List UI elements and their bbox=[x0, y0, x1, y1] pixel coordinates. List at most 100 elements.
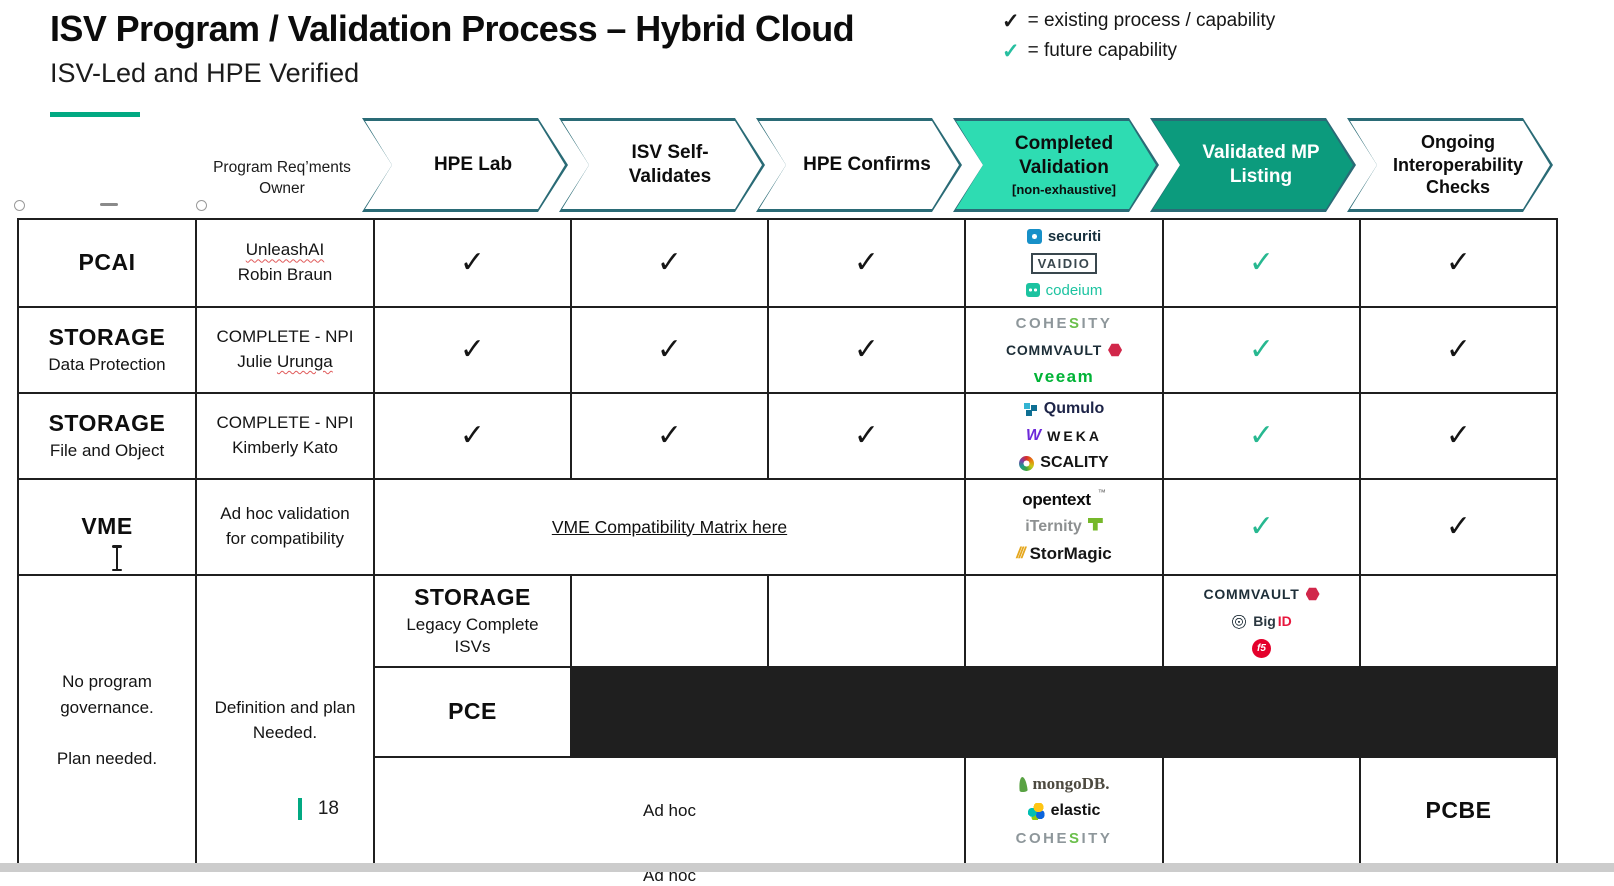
future-check-icon: ✓ bbox=[1249, 248, 1274, 278]
cell-storage-fo-hpe-confirms: ✓ bbox=[769, 394, 964, 478]
definition-note: Definition and plan Needed. bbox=[215, 695, 356, 746]
governance-note: No program governance. Plan needed. bbox=[57, 669, 157, 771]
owner-line: Urunga bbox=[277, 352, 333, 371]
trademark-glyph: ™ bbox=[1098, 488, 1106, 497]
cell-pcai-hpe-confirms: ✓ bbox=[769, 220, 964, 306]
legend-future-label: = future capability bbox=[1028, 40, 1177, 62]
codeium-icon bbox=[1026, 283, 1040, 297]
qumulo-label: Qumulo bbox=[1044, 400, 1104, 418]
scality-logo: SCALITY bbox=[1019, 451, 1108, 475]
cell-storage-fo-ongoing: ✓ bbox=[1361, 394, 1556, 478]
elastic-label: elastic bbox=[1051, 802, 1101, 820]
qumulo-logo: Qumulo bbox=[1024, 397, 1104, 421]
legend: ✓ = existing process / capability ✓ = fu… bbox=[1002, 6, 1275, 66]
owner-line: Kimberly Kato bbox=[232, 436, 338, 461]
commvault-label: COMMVAULT bbox=[1203, 586, 1299, 602]
check-icon: ✓ bbox=[460, 248, 485, 278]
category-sublabel: File and Object bbox=[50, 440, 164, 462]
elastic-logo: elastic bbox=[1028, 799, 1101, 823]
codeium-logo: codeium bbox=[1026, 278, 1103, 302]
process-step-label: Ongoing Interoperability Checks bbox=[1347, 118, 1553, 212]
selection-handle[interactable] bbox=[14, 200, 25, 211]
stormagic-logo: ///StorMagic bbox=[1016, 542, 1112, 566]
future-check-icon: ✓ bbox=[1249, 335, 1274, 365]
cell-pce-adhoc: Ad hoc bbox=[375, 758, 964, 864]
green-check-icon: ✓ bbox=[1002, 39, 1020, 64]
category-label: PCAI bbox=[79, 249, 136, 277]
cell-vme-matrix-link: VME Compatibility Matrix here bbox=[375, 480, 964, 574]
vme-compatibility-link[interactable]: VME Compatibility Matrix here bbox=[552, 517, 787, 538]
cell-pcai-ongoing: ✓ bbox=[1361, 220, 1556, 306]
cell-storage-fo-isv-self-validates: ✓ bbox=[572, 394, 767, 478]
slide-edge-strip bbox=[0, 863, 1614, 872]
mongodb-label: mongoDB. bbox=[1033, 774, 1110, 794]
row-pcbe-category: PCBE bbox=[1361, 758, 1556, 864]
adhoc-label: Ad hoc bbox=[643, 801, 696, 821]
check-icon: ✓ bbox=[657, 335, 682, 365]
row-storage-dp-owner: COMPLETE - NPI Julie Urunga bbox=[197, 308, 373, 392]
page-subtitle: ISV-Led and HPE Verified bbox=[50, 58, 359, 89]
owner-line: Robin Braun bbox=[238, 263, 333, 288]
qumulo-icon bbox=[1024, 402, 1038, 416]
selection-handle[interactable] bbox=[196, 200, 207, 211]
bigid-icon bbox=[1231, 613, 1247, 629]
commvault-logo: COMMVAULT bbox=[1203, 582, 1319, 606]
validation-matrix-table: PCAI UnleashAI Robin Braun ✓ ✓ ✓ securit… bbox=[17, 218, 1558, 866]
check-icon: ✓ bbox=[1446, 335, 1471, 365]
row-vme-owner: Ad hoc validation for compatibility bbox=[197, 480, 373, 574]
process-step-label: Validated MP Listing bbox=[1150, 118, 1356, 212]
cohesity-logo: COHESITY bbox=[1016, 826, 1113, 850]
cell-pcai-completed-validation: securiti VAIDIO codeium bbox=[966, 220, 1162, 306]
cell-no-governance: No program governance. Plan needed. bbox=[19, 576, 195, 864]
owner-line: Ad hoc validation for compatibility bbox=[220, 502, 349, 551]
accent-rule bbox=[50, 112, 140, 117]
cell-pce-completed-validation: mongoDB. elastic COHESITY bbox=[966, 758, 1162, 864]
check-icon: ✓ bbox=[460, 421, 485, 451]
cell-storage-fo-hpe-lab: ✓ bbox=[375, 394, 570, 478]
bigid-label2: ID bbox=[1278, 613, 1292, 629]
row-storage-dp-category: STORAGE Data Protection bbox=[19, 308, 195, 392]
vaidio-logo: VAIDIO bbox=[1031, 251, 1098, 275]
commvault-icon bbox=[1306, 587, 1320, 601]
row-pcai-owner: UnleashAI Robin Braun bbox=[197, 220, 373, 306]
cell-storage-dp-hpe-lab: ✓ bbox=[375, 308, 570, 392]
weka-label: WEKA bbox=[1047, 428, 1102, 444]
slide-number: 18 bbox=[318, 798, 339, 820]
cell-pce-validated-mp bbox=[1164, 758, 1359, 864]
cell-storage-dp-validated-mp: ✓ bbox=[1164, 308, 1359, 392]
stormagic-label: StorMagic bbox=[1030, 544, 1112, 564]
elastic-icon bbox=[1028, 803, 1045, 820]
selection-midline-handle[interactable] bbox=[100, 203, 118, 206]
check-icon: ✓ bbox=[1446, 248, 1471, 278]
securiti-logo: securiti bbox=[1027, 224, 1101, 248]
cell-pcai-hpe-lab: ✓ bbox=[375, 220, 570, 306]
row-storage-fo-category: STORAGE File and Object bbox=[19, 394, 195, 478]
codeium-label: codeium bbox=[1046, 282, 1103, 299]
mongodb-leaf-icon bbox=[1018, 776, 1028, 792]
process-step-label: HPE Lab bbox=[362, 118, 568, 212]
check-icon: ✓ bbox=[657, 421, 682, 451]
cell-storage-legacy-validated-mp bbox=[1361, 576, 1556, 666]
cohesity-logo: COHESITY bbox=[1016, 311, 1113, 335]
vaidio-label: VAIDIO bbox=[1031, 253, 1098, 274]
cell-storage-legacy-hpe-lab bbox=[572, 576, 767, 666]
cohesity-label2: ITY bbox=[1082, 315, 1113, 332]
check-icon: ✓ bbox=[854, 335, 879, 365]
cell-storage-dp-hpe-confirms: ✓ bbox=[769, 308, 964, 392]
future-check-icon: ✓ bbox=[1249, 421, 1274, 451]
black-check-icon: ✓ bbox=[1002, 9, 1020, 34]
row-pcai-category: PCAI bbox=[19, 220, 195, 306]
legend-existing-label: = existing process / capability bbox=[1028, 10, 1276, 32]
scality-icon bbox=[1019, 456, 1034, 471]
process-step-completed-validation: Completed Validation [non-exhaustive] bbox=[953, 118, 1159, 212]
cell-storage-dp-isv-self-validates: ✓ bbox=[572, 308, 767, 392]
bigid-label: Big bbox=[1253, 613, 1276, 629]
category-label: STORAGE bbox=[49, 324, 166, 352]
cell-storage-legacy-hpe-confirms bbox=[966, 576, 1162, 666]
iternity-icon bbox=[1088, 518, 1103, 531]
cohesity-label2: ITY bbox=[1082, 830, 1113, 847]
securiti-label: securiti bbox=[1048, 228, 1101, 245]
